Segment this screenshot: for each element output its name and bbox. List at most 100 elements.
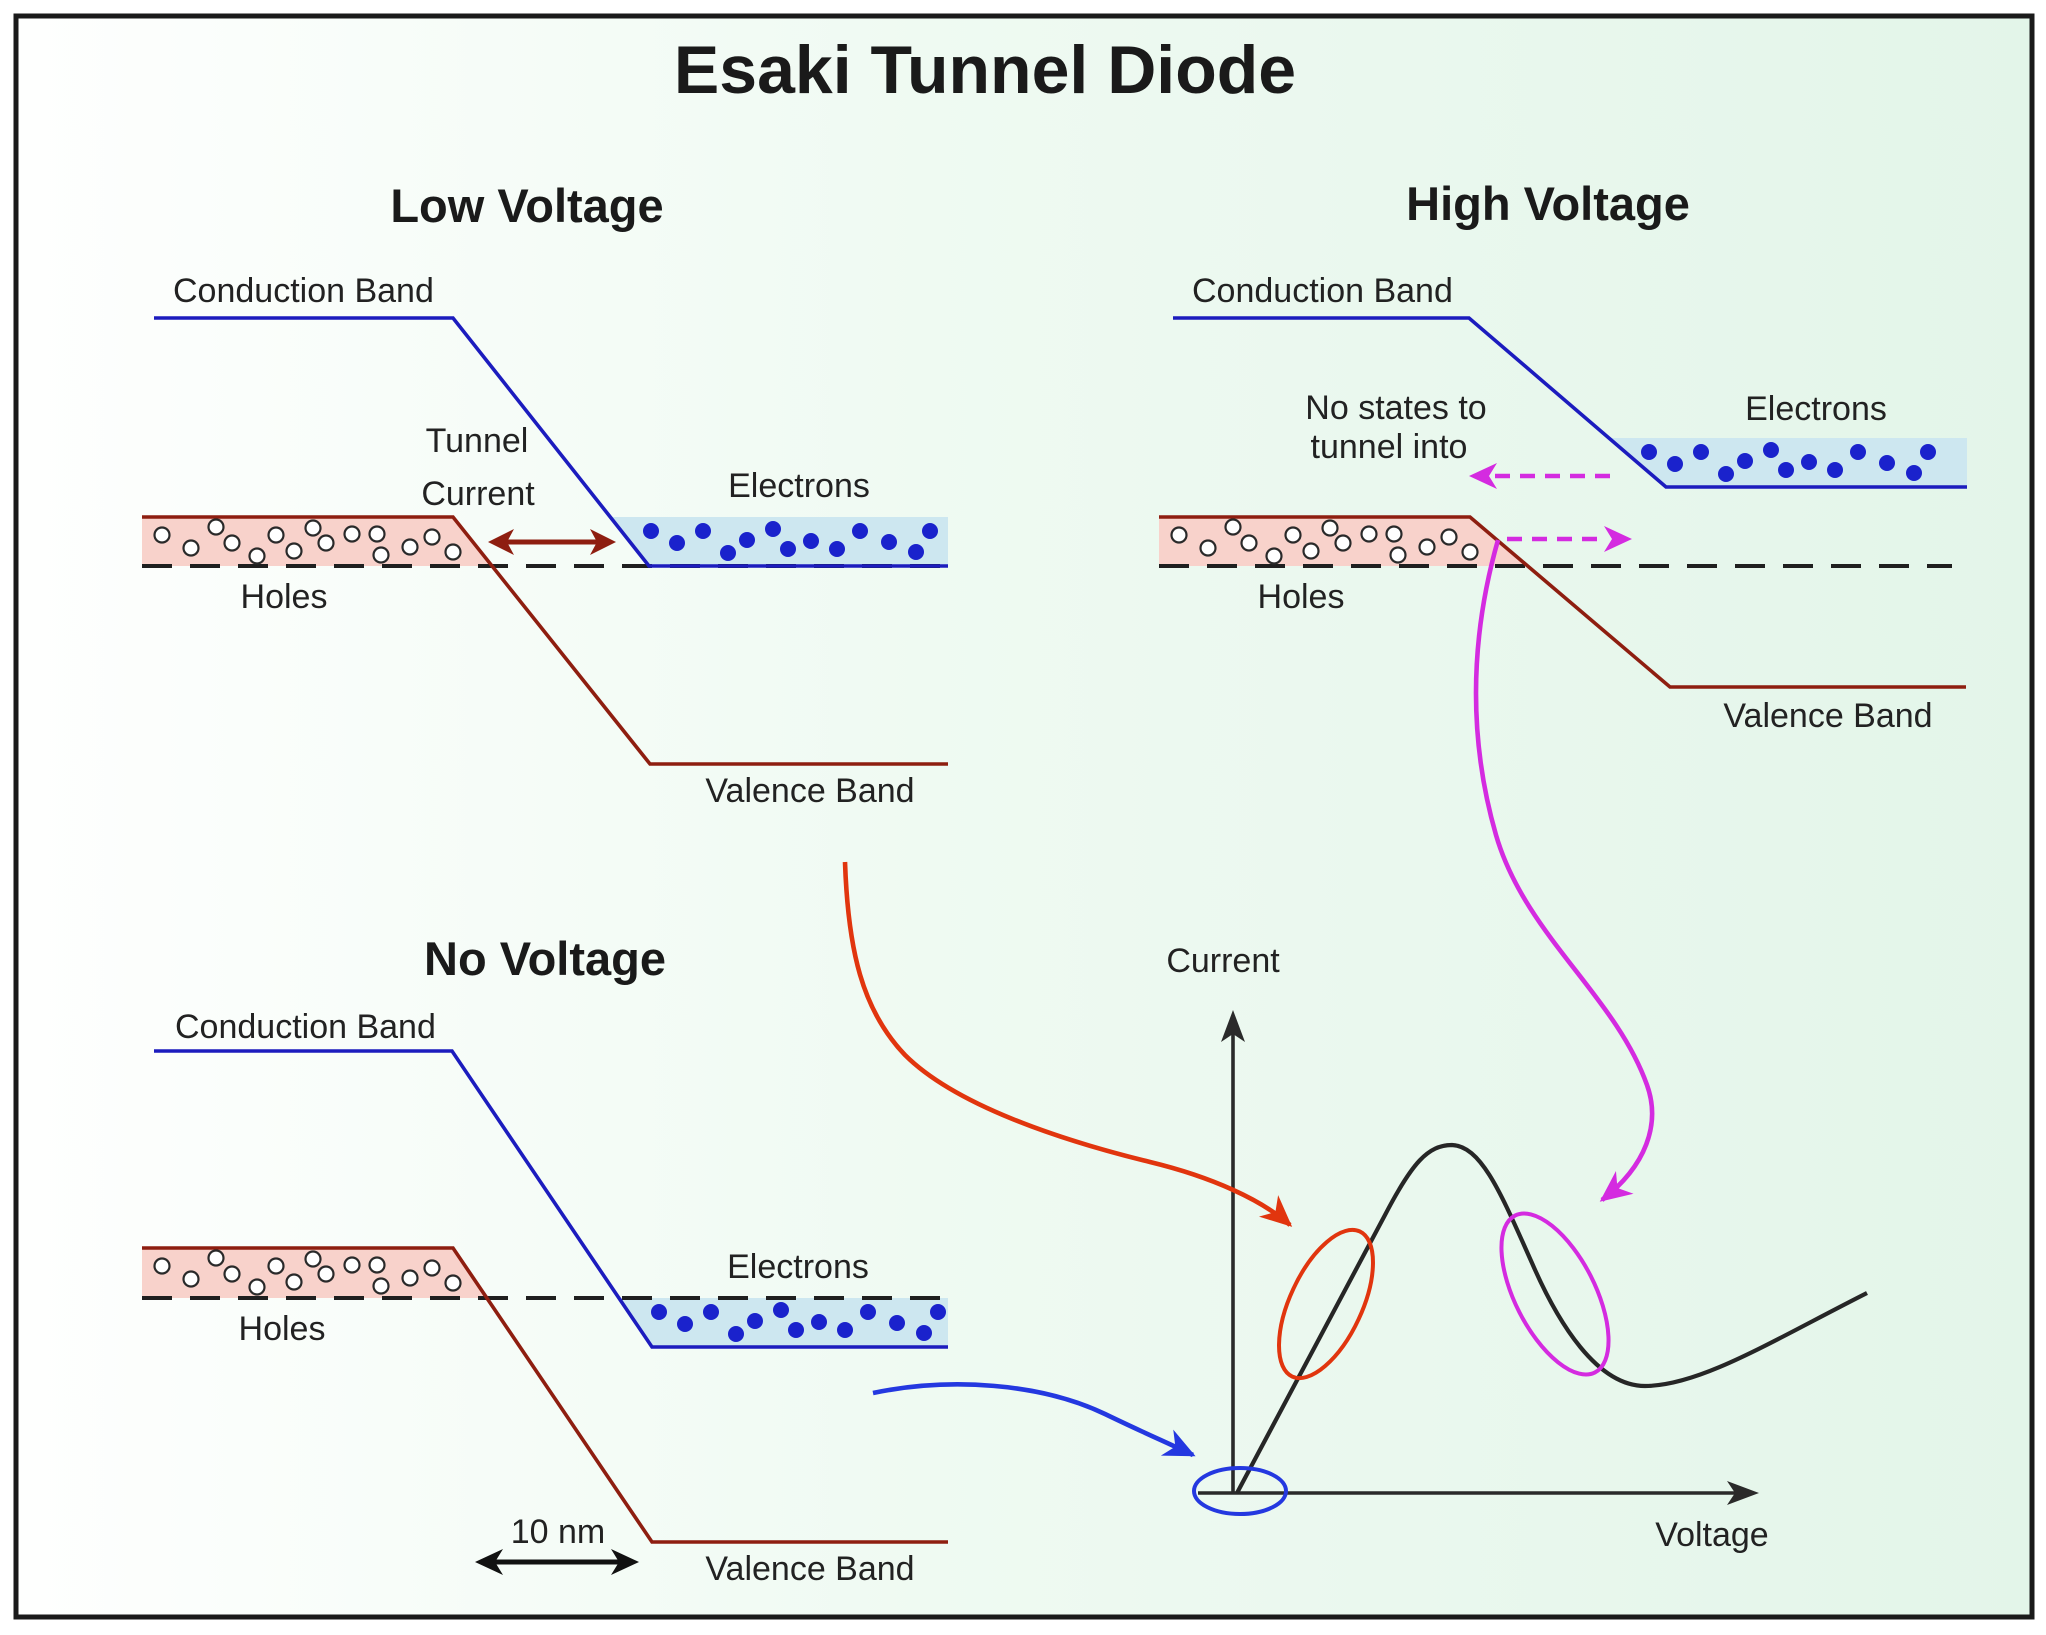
electron-dot <box>728 1326 744 1342</box>
no-tunnel-dashed-arrow <box>1469 463 1618 489</box>
iv-characteristic-curve <box>1235 1142 1868 1494</box>
tunnel-current-region-ellipse <box>1277 1227 1375 1381</box>
hole-dot <box>368 1256 386 1274</box>
hole-dot <box>1418 538 1436 556</box>
current-axis-label: Current <box>1166 942 1280 980</box>
hole-dot <box>182 539 200 557</box>
hole-dot <box>368 525 386 543</box>
valence-band-line <box>142 1246 948 1544</box>
electron-dot <box>908 544 924 560</box>
electron-dot <box>765 521 781 537</box>
electron-dot <box>788 1322 804 1338</box>
electrons-label: Electrons <box>728 467 870 505</box>
tunnel-current-label-line1: Tunnel <box>426 422 529 460</box>
page-title: Esaki Tunnel Diode <box>674 32 1296 108</box>
hole-dot <box>423 528 441 546</box>
hole-dot <box>1321 519 1339 537</box>
hole-dot <box>343 525 361 543</box>
hole-dot <box>1199 539 1217 557</box>
electron-dot <box>916 1325 932 1341</box>
electron-dot <box>1641 444 1657 460</box>
electron-dot <box>1879 455 1895 471</box>
electron-dot <box>651 1304 667 1320</box>
valence-band-label: Valence Band <box>705 1550 914 1588</box>
electron-dots-high <box>1641 442 1936 482</box>
no-voltage-title: No Voltage <box>424 932 666 985</box>
panel-high-voltage: High Voltage Conduction Band No states t… <box>1159 177 1967 735</box>
electron-dot <box>860 1304 876 1320</box>
hole-dot <box>285 542 303 560</box>
hole-dot <box>423 1259 441 1277</box>
hole-dot <box>401 538 419 556</box>
hole-dot <box>207 1249 225 1267</box>
electrons-label: Electrons <box>1745 390 1887 428</box>
electron-dot <box>1718 466 1734 482</box>
electron-dot <box>1801 454 1817 470</box>
hole-dot <box>223 534 241 552</box>
hole-dot <box>153 526 171 544</box>
hole-dot <box>207 518 225 536</box>
electron-dot <box>1693 444 1709 460</box>
conduction-band-line <box>1173 316 1967 489</box>
iv-curve-plot: Current Voltage <box>842 539 1868 1554</box>
electron-dot <box>695 523 711 539</box>
electron-dot <box>829 541 845 557</box>
electron-dot <box>803 533 819 549</box>
panel-low-voltage: Low Voltage Conduction Band Tunnel Curre… <box>142 179 948 810</box>
hole-dot <box>1385 525 1403 543</box>
hole-dot <box>1265 547 1283 565</box>
hole-dots-low <box>153 518 462 565</box>
hole-dot <box>267 526 285 544</box>
hole-dot <box>317 1265 335 1283</box>
hole-dot <box>285 1273 303 1291</box>
hole-dot <box>267 1257 285 1275</box>
hole-dot <box>1170 526 1188 544</box>
conduction-band-line <box>154 1049 948 1349</box>
hole-dot <box>223 1265 241 1283</box>
electron-dot <box>1737 453 1753 469</box>
no-states-label-line2: tunnel into <box>1311 428 1468 466</box>
electron-dot <box>811 1314 827 1330</box>
hole-dot <box>1284 526 1302 544</box>
hole-dot <box>317 534 335 552</box>
electron-dot <box>1667 456 1683 472</box>
hole-dot <box>1240 534 1258 552</box>
electron-dot <box>930 1304 946 1320</box>
hole-dot <box>182 1270 200 1288</box>
holes-drift-dashed-arrow <box>1507 526 1632 552</box>
hole-dot <box>1440 528 1458 546</box>
valence-band-label: Valence Band <box>705 772 914 810</box>
holes-label: Holes <box>241 578 328 616</box>
voltage-axis-arrowhead <box>1727 1481 1759 1505</box>
electron-dot <box>1906 465 1922 481</box>
figure-border <box>13 13 2035 1620</box>
negative-resistance-region-ellipse <box>1499 1211 1611 1377</box>
low-voltage-title: Low Voltage <box>390 179 663 232</box>
hole-dot <box>304 1250 322 1268</box>
electron-dot <box>1778 462 1794 478</box>
hole-dot <box>444 543 462 561</box>
conduction-band-label: Conduction Band <box>175 1008 436 1046</box>
electron-dot <box>889 1315 905 1331</box>
panel-no-voltage: No Voltage Conduction Band Electrons Hol… <box>142 932 948 1588</box>
electron-dot <box>669 535 685 551</box>
electron-dot <box>1827 462 1843 478</box>
high-voltage-title: High Voltage <box>1406 177 1690 230</box>
origin-region-ellipse <box>1192 1466 1288 1516</box>
hole-dot <box>1224 518 1242 536</box>
electron-dot <box>1920 444 1936 460</box>
hole-dot <box>343 1256 361 1274</box>
hole-dot <box>1360 525 1378 543</box>
high-voltage-pointer-arrow <box>1473 539 1655 1202</box>
electron-dot <box>881 534 897 550</box>
hole-dot <box>1389 546 1407 564</box>
hole-dot <box>248 1278 266 1296</box>
conduction-band-label: Conduction Band <box>173 272 434 310</box>
hole-dots-no <box>153 1249 462 1296</box>
hole-dot <box>304 519 322 537</box>
hole-dot <box>444 1274 462 1292</box>
hole-dot <box>372 546 390 564</box>
holes-region <box>142 1248 487 1298</box>
